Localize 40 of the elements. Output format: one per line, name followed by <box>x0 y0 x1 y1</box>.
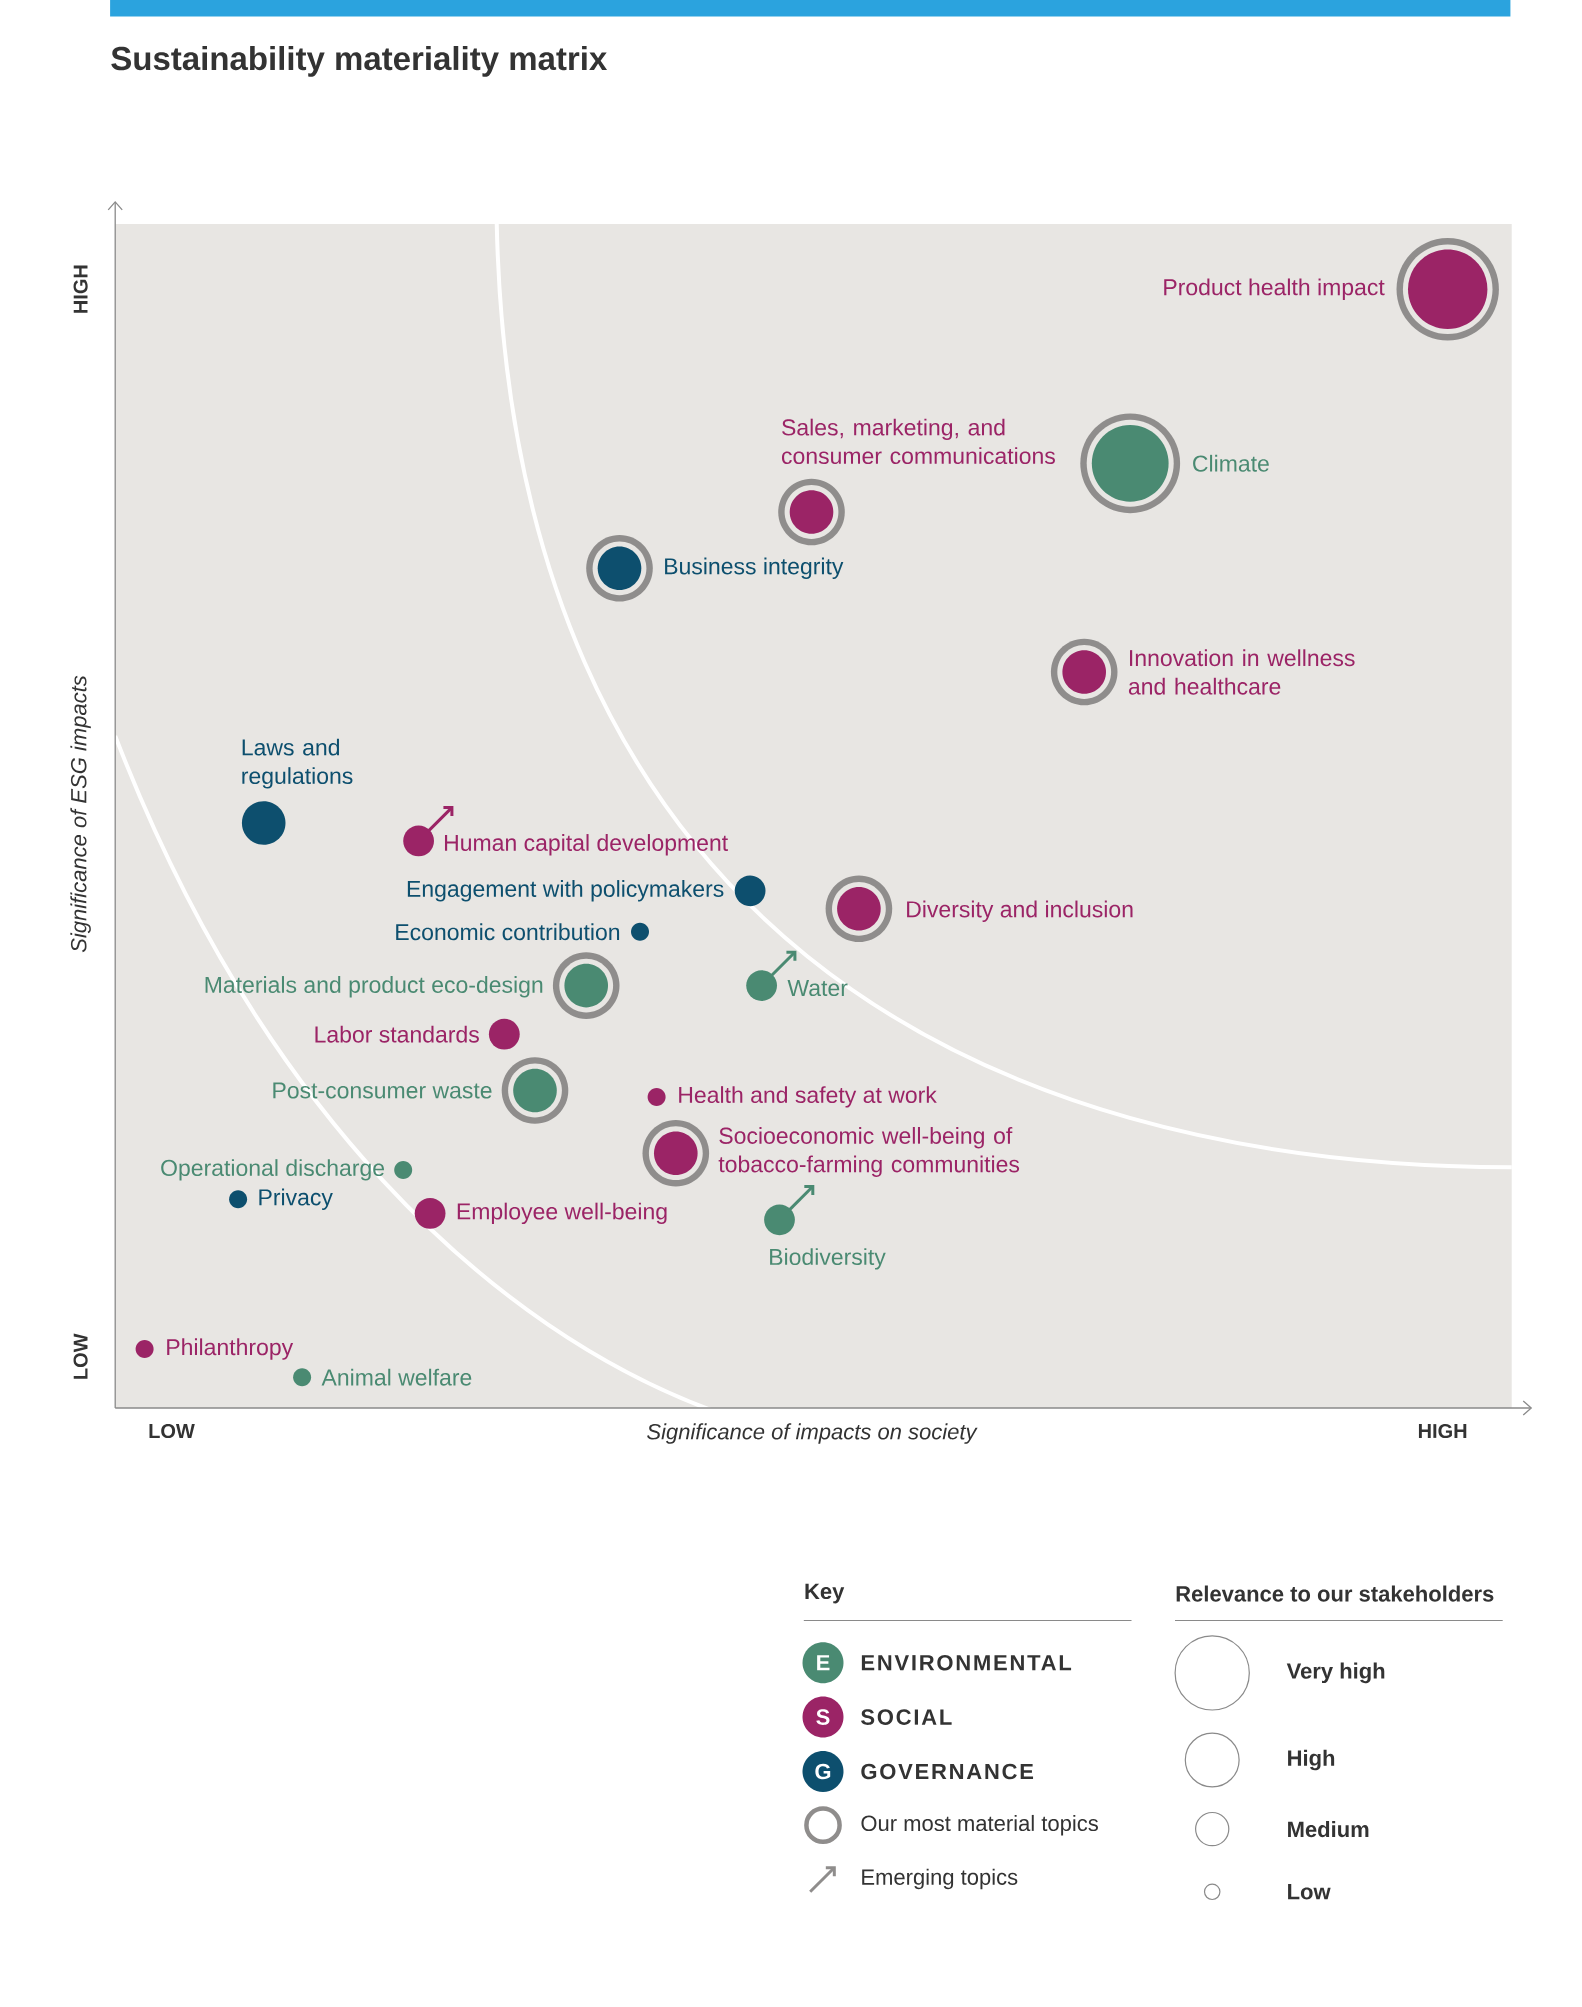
topic-label: Labor standards <box>315 1025 479 1043</box>
topic-label: Water <box>787 980 848 997</box>
topic-label: Operational discharge <box>161 1159 384 1181</box>
legend-text: SOCIAL <box>861 1709 952 1725</box>
topic-label: Engagement with policymakers <box>407 880 724 902</box>
legend-text: Very high <box>1286 1662 1385 1684</box>
topic-label: Human capital development <box>444 834 728 856</box>
legend-heading: Relevance to our stakeholders <box>1176 1585 1494 1602</box>
topic-label: Innovation in wellness and healthcare <box>1128 649 1355 695</box>
legend-heading: Key <box>805 1583 845 1604</box>
topic-label: Health and safety at work <box>679 1086 937 1108</box>
axis-tick-label: LOW <box>149 1423 195 1439</box>
axis-tick-label: HIGH <box>73 265 88 313</box>
legend-text: Low <box>1288 1884 1331 1900</box>
topic-label: Socioeconomic well-being of tobacco-farming communities <box>718 1127 1020 1177</box>
topic-label: Economic contribution <box>396 923 619 941</box>
axis-title: Significance of ESG impacts <box>70 675 91 953</box>
legend-text: ENVIRONMENTAL <box>861 1654 1072 1671</box>
topic-label: Laws and regulations <box>242 738 353 789</box>
topic-label: Product health impact <box>1164 278 1385 300</box>
topic-label: Privacy <box>259 1188 333 1210</box>
topic-label: Sales, marketing, and consumer communications <box>781 418 1055 465</box>
axis-title: Significance of impacts on society <box>647 1423 978 1444</box>
topic-label: Materials and product eco-design <box>205 976 543 998</box>
topic-label: Post-consumer waste <box>273 1082 492 1099</box>
legend-text: Emerging topics <box>862 1868 1018 1890</box>
legend-text: High <box>1288 1749 1335 1771</box>
legend-text: Medium <box>1288 1821 1369 1838</box>
topic-label: Animal welfare <box>321 1368 472 1386</box>
legend-text: Our most material topics <box>861 1814 1098 1836</box>
topic-label: Biodiversity <box>770 1248 886 1270</box>
topic-label: Business integrity <box>665 557 844 579</box>
legend-text: GOVERNANCE <box>861 1763 1033 1780</box>
topic-label: Diversity and inclusion <box>907 900 1133 922</box>
topic-label: Climate <box>1193 454 1269 472</box>
axis-tick-label: HIGH <box>1418 1423 1467 1439</box>
axis-tick-label: LOW <box>73 1333 88 1379</box>
topic-label: Employee well-being <box>457 1202 667 1225</box>
topic-label: Philanthropy <box>167 1338 294 1360</box>
title: Sustainability materiality matrix <box>111 46 607 77</box>
